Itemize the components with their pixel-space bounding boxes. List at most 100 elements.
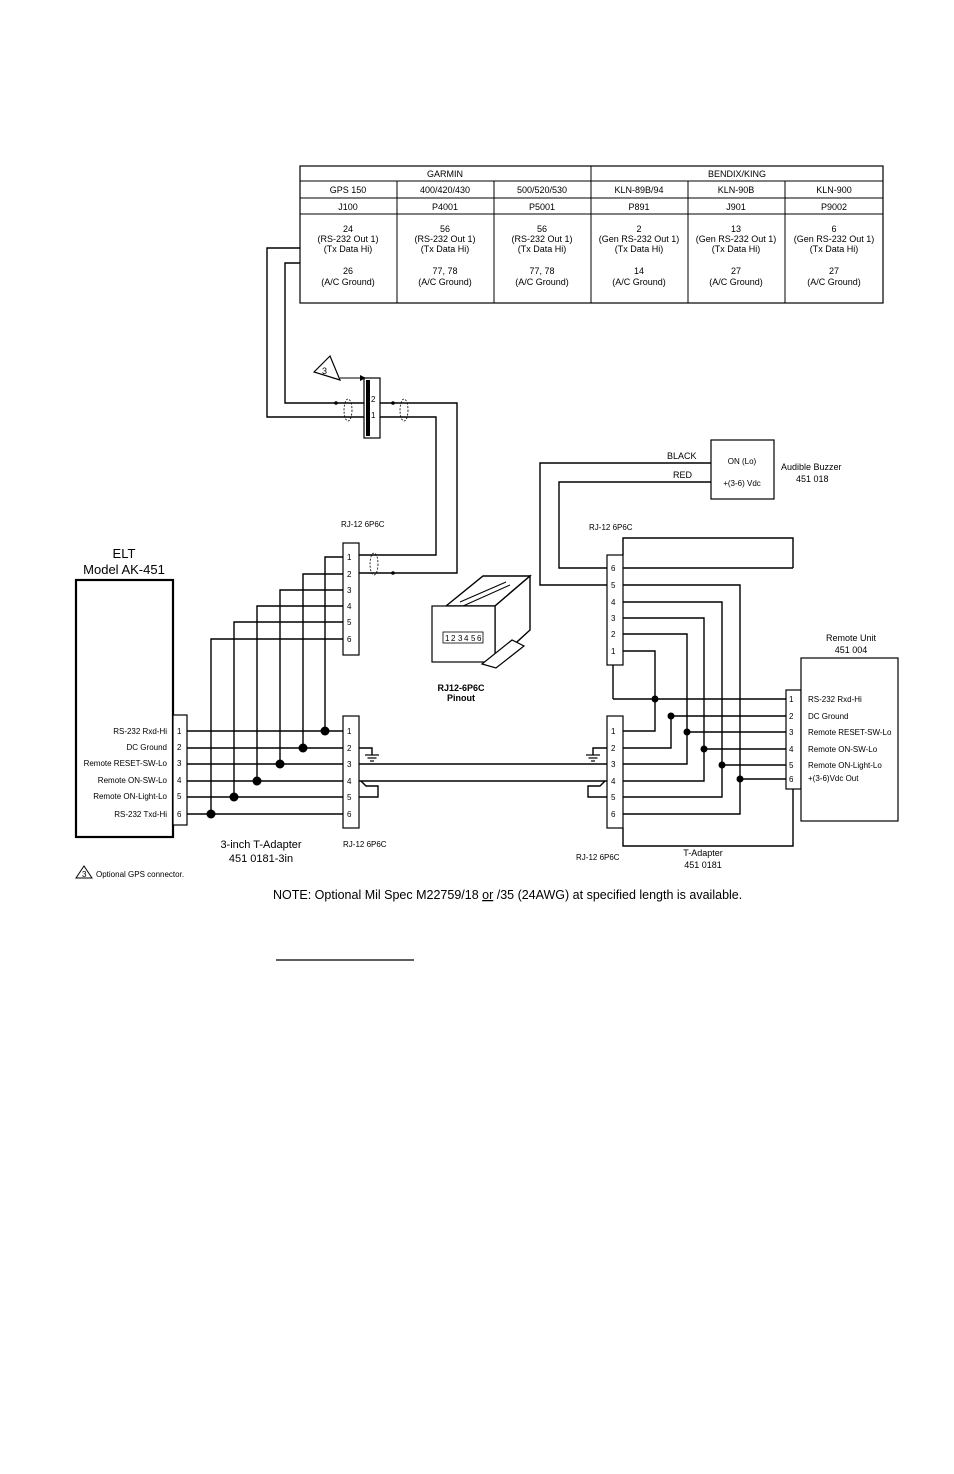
table-connector: J901 [726,202,746,212]
svg-text:(Gen RS-232 Out 1): (Gen RS-232 Out 1) [696,234,777,244]
connector-pin: 1 [347,553,352,562]
svg-text:ON (Lo): ON (Lo) [728,457,757,466]
table-model: KLN-90B [718,185,755,195]
gps-pin-table: GARMIN BENDIX/KING GPS 150 400/420/430 5… [299,165,884,304]
table-ground-cell: 77, 78 (A/C Ground) [515,266,569,287]
connector-pin: 1 [611,727,616,736]
connector-pin: 4 [611,777,616,786]
remote-signal-label: Remote ON-Light-Lo [808,761,882,770]
wire-label-black: BLACK [667,451,697,461]
svg-text:T-Adapter: T-Adapter [683,848,723,858]
spec-note: NOTE: Optional Mil Spec M22759/18 or /35… [273,888,742,902]
table-model: KLN-900 [816,185,852,195]
remote-signal-label: RS-232 Rxd-Hi [808,695,862,704]
pinout-pin: 1 [445,634,450,643]
svg-text:24: 24 [343,224,353,234]
connector-label: RJ-12 6P6C [341,520,385,529]
svg-text:(Gen RS-232 Out 1): (Gen RS-232 Out 1) [794,234,875,244]
svg-text:27: 27 [731,266,741,276]
table-data-cell: 24 (RS-232 Out 1) (Tx Data Hi) [317,224,378,254]
svg-text:(A/C Ground): (A/C Ground) [515,277,569,287]
elt-signal-label: DC Ground [127,743,167,752]
svg-text:26: 26 [343,266,353,276]
table-data-cell: 2 (Gen RS-232 Out 1) (Tx Data Hi) [599,224,680,254]
table-ground-cell: 27 (A/C Ground) [807,266,861,287]
table-model: 400/420/430 [420,185,470,195]
connector-pin: 2 [347,570,352,579]
right-adapter-top-connector: RJ-12 6P6C 6 5 4 3 2 1 [589,523,633,666]
right-adapter-bottom-connector: 1 2 3 4 5 6 RJ-12 6P6C [576,715,624,862]
table-data-cell: 6 (Gen RS-232 Out 1) (Tx Data Hi) [794,224,875,254]
remote-unit: Remote Unit 451 004 1 2 3 4 5 6 RS-232 R… [785,633,899,822]
svg-text:(Tx Data Hi): (Tx Data Hi) [324,244,373,254]
connector-label: RJ-12 6P6C [343,840,387,849]
svg-text:(A/C Ground): (A/C Ground) [418,277,472,287]
remote-part: 451 004 [835,645,868,655]
table-model: KLN-89B/94 [614,185,663,195]
svg-text:14: 14 [634,266,644,276]
pinout-pin: 5 [471,634,476,643]
table-model: 500/520/530 [517,185,567,195]
table-connector: P9002 [821,202,847,212]
connector-pin: 3 [611,760,616,769]
svg-text:(Tx Data Hi): (Tx Data Hi) [712,244,761,254]
svg-text:77, 78: 77, 78 [529,266,554,276]
remote-signal-label: Remote RESET-SW-Lo [808,728,892,737]
optional-gps-connector: 2 1 [363,377,381,439]
connector-pin: 2 [611,744,616,753]
svg-text:(Tx Data Hi): (Tx Data Hi) [421,244,470,254]
svg-text:(A/C Ground): (A/C Ground) [709,277,763,287]
svg-text:(Tx Data Hi): (Tx Data Hi) [615,244,664,254]
pinout-label: RJ12-6P6C [437,683,485,693]
remote-pin: 6 [789,775,794,784]
svg-text:6: 6 [831,224,836,234]
pinout-pin: 2 [451,634,456,643]
svg-text:(A/C Ground): (A/C Ground) [612,277,666,287]
svg-text:27: 27 [829,266,839,276]
elt-pin: 1 [177,727,182,736]
pinout-pin: 4 [464,634,469,643]
svg-text:56: 56 [537,224,547,234]
connector-label: RJ-12 6P6C [576,853,620,862]
elt-title: ELT [113,546,136,561]
right-adapter-wires [612,537,794,847]
svg-text:NOTE: Optional Mil Spec M22759: NOTE: Optional Mil Spec M22759/18 or /35… [273,888,742,902]
connector-pin: 3 [347,586,352,595]
svg-text:3-inch T-Adapter: 3-inch T-Adapter [220,839,301,851]
table-connector: P4001 [432,202,458,212]
right-adapter-name: T-Adapter 451 0181 [683,848,723,870]
svg-text:2: 2 [636,224,641,234]
table-brand-garmin: GARMIN [427,169,463,179]
svg-text:(Gen RS-232 Out 1): (Gen RS-232 Out 1) [599,234,680,244]
left-adapter-bottom-connector: 1 2 3 4 5 6 RJ-12 6P6C [342,715,387,849]
pinout-pin: 3 [458,634,463,643]
svg-text:3: 3 [322,366,327,376]
connector-pin: 6 [347,635,352,644]
svg-text:(RS-232 Out 1): (RS-232 Out 1) [511,234,572,244]
elt-signal-label: Remote ON-SW-Lo [98,776,168,785]
table-data-cell: 56 (RS-232 Out 1) (Tx Data Hi) [414,224,475,254]
table-brand-bendix-king: BENDIX/KING [708,169,766,179]
svg-text:451 0181-3in: 451 0181-3in [229,853,293,865]
connector-pin: 1 [611,647,616,656]
connector-pin: 2 [347,744,352,753]
table-ground-cell: 27 (A/C Ground) [709,266,763,287]
audible-buzzer: ON (Lo) +(3-6) Vdc Audible Buzzer 451 01… [710,439,842,500]
table-ground-cell: 14 (A/C Ground) [612,266,666,287]
remote-pin: 5 [789,761,794,770]
connector-pin: 4 [611,598,616,607]
connector-pin: 6 [611,564,616,573]
elt-signal-label: Remote RESET-SW-Lo [84,759,168,768]
svg-text:(Tx Data Hi): (Tx Data Hi) [518,244,567,254]
connector-pin: 2 [611,630,616,639]
buzzer-wires: BLACK RED [539,451,711,586]
connector-pin: 5 [347,793,352,802]
svg-text:(Tx Data Hi): (Tx Data Hi) [810,244,859,254]
elt-model: Model AK-451 [83,562,165,577]
connector-pin: 4 [347,602,352,611]
table-connector: P5001 [529,202,555,212]
legend-text: Optional GPS connector. [96,870,184,879]
interconnect-cable [359,763,607,798]
elt-pin: 4 [177,776,182,785]
